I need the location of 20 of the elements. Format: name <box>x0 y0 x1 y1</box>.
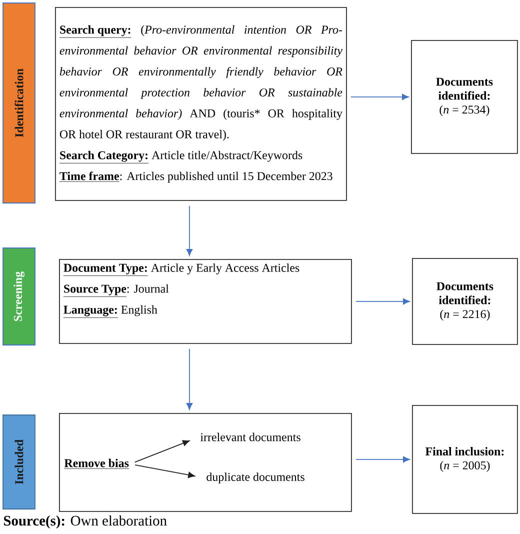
outcome-text: irrelevant documents <box>200 432 300 442</box>
arrow <box>355 456 410 463</box>
phase-bar: Screening <box>2 248 36 346</box>
criteria-box: Search query: (Pro-environmental intention OR Pro-environmental behavior OR environmental responsibility behavior OR environmentally friendly behavior OR environmental protection behavior OR sustainable environmental behavior) AND (touris* OR hospitality OR hotel OR restaurant OR travel). Search Category: Article title/Abstract/Keywords Time frame: Articles published until 15 December 2023 <box>55 7 347 201</box>
criteria-box: Document Type: Article y Early Access Articles Source Type: Journal Language: English <box>59 259 352 344</box>
phase-bar: Included <box>2 414 36 510</box>
arrow <box>186 205 193 256</box>
step-text: Remove bias <box>64 458 130 469</box>
arrow <box>134 440 190 463</box>
process-box <box>59 413 352 512</box>
phase-bar: Identification <box>2 2 36 204</box>
arrow <box>134 464 196 478</box>
result-box: Final inclusion: (n = 2005) <box>412 405 518 514</box>
arrow <box>355 298 410 305</box>
arrow <box>350 94 409 100</box>
result-box: Documents identified: (n = 2216) <box>412 258 518 345</box>
arrow <box>186 348 193 410</box>
source-note: Source(s): Own elaboration <box>4 515 167 529</box>
result-box: Documents identified: (n = 2534) <box>411 40 518 154</box>
outcome-text: duplicate documents <box>206 472 304 484</box>
